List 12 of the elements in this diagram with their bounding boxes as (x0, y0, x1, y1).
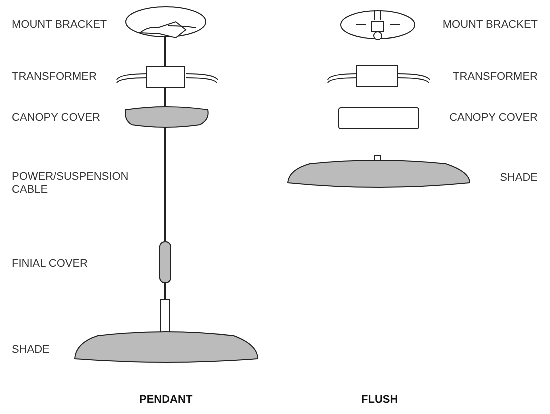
part-label: MOUNT BRACKET (12, 19, 108, 32)
part-label: MOUNT BRACKET (442, 19, 538, 32)
part-label: TRANSFORMER (453, 71, 538, 84)
part-label: SHADE (12, 344, 50, 357)
part-label: CANOPY COVER (450, 112, 538, 125)
part-label: POWER/SUSPENSION CABLE (12, 171, 130, 197)
part-label: SHADE (500, 172, 538, 185)
part-label: FINIAL COVER (12, 258, 88, 271)
part-label: CANOPY COVER (12, 112, 100, 125)
view-title: PENDANT (140, 394, 193, 407)
view-title: FLUSH (362, 394, 398, 407)
part-label: TRANSFORMER (12, 71, 97, 84)
